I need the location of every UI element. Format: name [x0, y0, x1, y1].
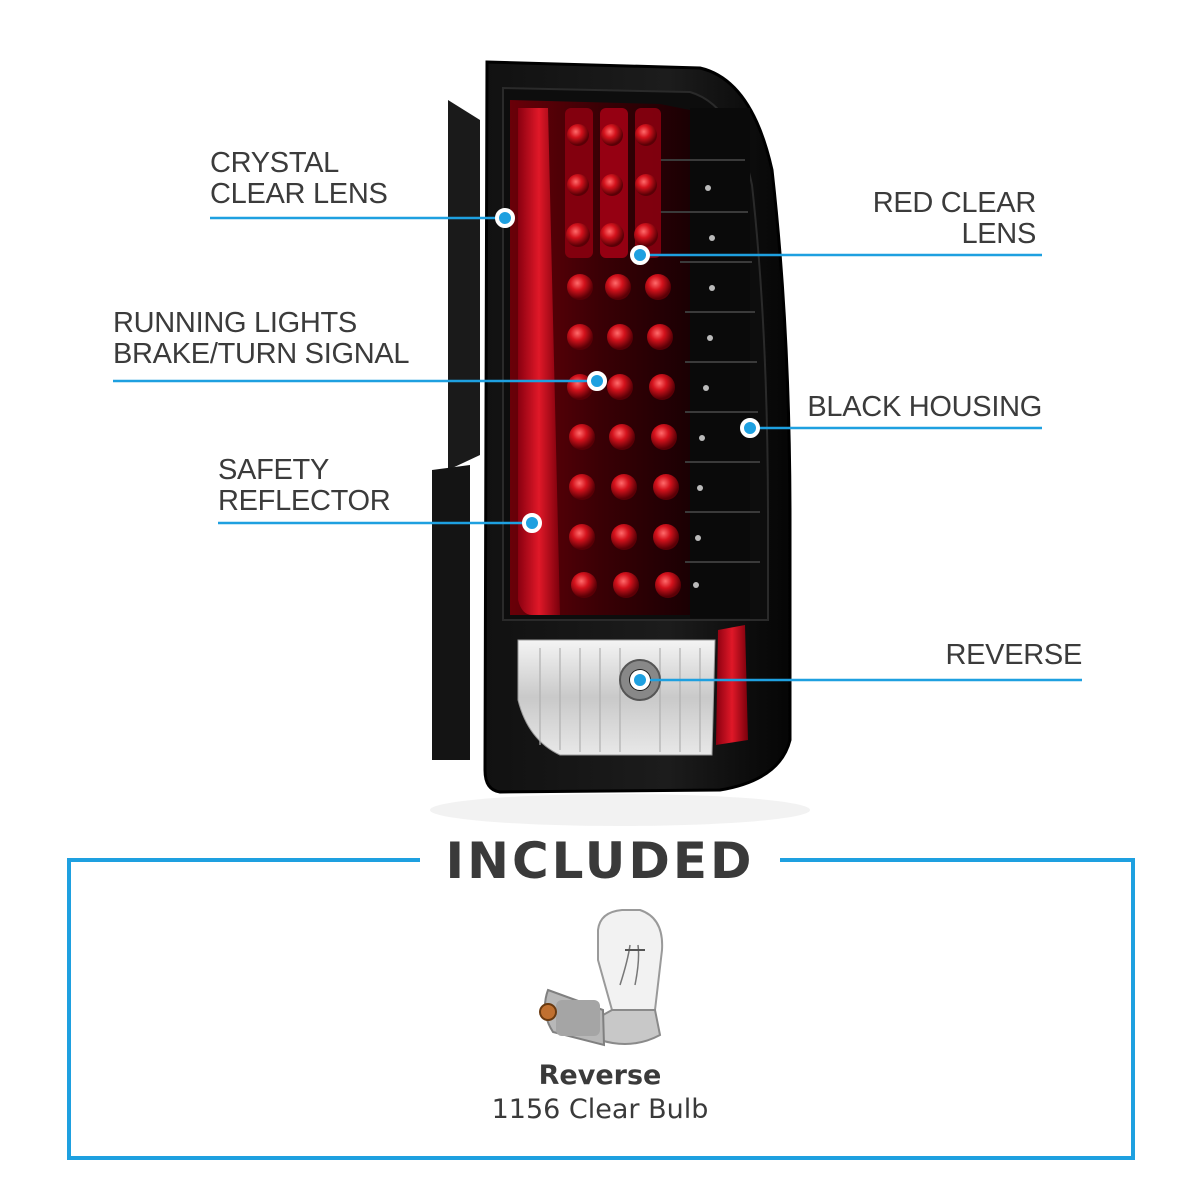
label-red-clear-lens: RED CLEAR LENS	[872, 187, 1037, 250]
label-running-lights: RUNNING LIGHTS BRAKE/TURN SIGNAL	[113, 307, 410, 370]
label-safety-reflector: SAFETY REFLECTOR	[218, 454, 391, 517]
mounting-bracket-lower	[432, 465, 470, 760]
led-array	[566, 124, 681, 598]
bulb-illustration	[539, 909, 664, 1047]
included-heading: INCLUDED	[420, 832, 780, 890]
reverse-lens-shape	[517, 639, 716, 756]
callout-dots	[495, 208, 760, 690]
bulb-title: Reverse	[538, 1060, 662, 1091]
mounting-bracket	[448, 100, 480, 470]
label-crystal-clear-lens: CRYSTAL CLEAR LENS	[210, 147, 388, 210]
bulb-description: 1156 Clear Bulb	[491, 1094, 709, 1125]
label-black-housing: BLACK HOUSING	[807, 391, 1042, 423]
housing-fins	[660, 108, 760, 618]
included-frame	[67, 858, 1135, 1160]
label-reverse: REVERSE	[945, 639, 1083, 671]
safety-reflector-shape	[518, 108, 560, 615]
callout-lines	[113, 216, 1082, 682]
